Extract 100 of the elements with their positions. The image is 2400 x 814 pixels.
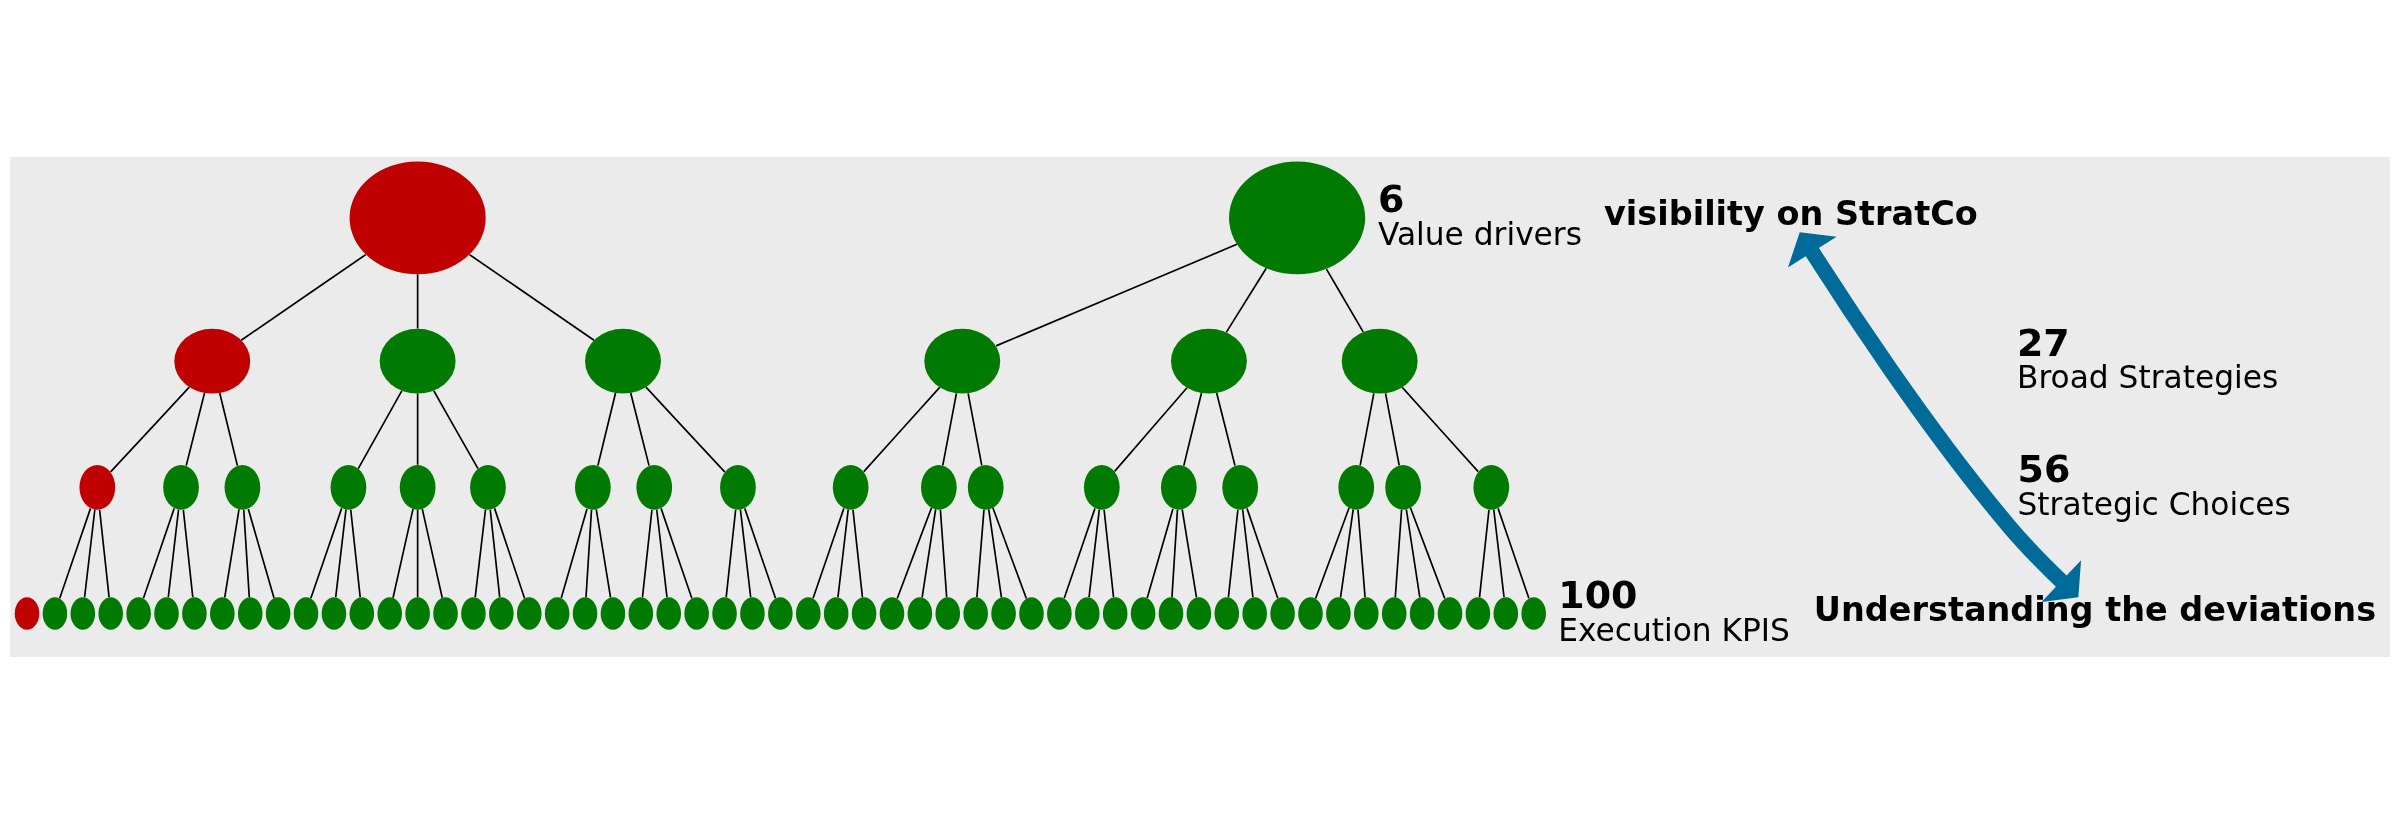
node-circle xyxy=(379,328,456,394)
connector xyxy=(837,508,850,598)
connector xyxy=(1497,507,1530,600)
connector xyxy=(595,508,612,599)
node-circle xyxy=(210,597,235,630)
node-circle xyxy=(1160,465,1197,510)
connector xyxy=(1215,392,1236,467)
connector xyxy=(1359,392,1375,467)
node-circle xyxy=(154,597,179,630)
node-circle xyxy=(1214,597,1240,630)
node-circle xyxy=(1298,597,1323,630)
node-circle xyxy=(1493,597,1519,630)
node-circle xyxy=(935,597,961,630)
connector xyxy=(1181,508,1198,599)
connector xyxy=(641,508,653,599)
node-circle xyxy=(1270,597,1295,630)
node-circle xyxy=(293,597,319,630)
connector xyxy=(992,507,1028,600)
node-circle xyxy=(237,597,263,630)
node-circle xyxy=(628,597,654,630)
node-circle xyxy=(1047,597,1072,630)
node-circle xyxy=(70,597,96,630)
connector xyxy=(655,508,668,598)
node-circle xyxy=(42,597,68,630)
connector xyxy=(1063,507,1096,600)
connector xyxy=(1405,508,1421,599)
connector xyxy=(392,508,414,599)
connector xyxy=(976,508,985,599)
node-circle xyxy=(544,597,570,630)
connector xyxy=(98,508,110,599)
connector xyxy=(812,507,845,600)
connector xyxy=(218,392,239,467)
connector xyxy=(421,508,444,599)
node-circle xyxy=(585,328,661,394)
connector xyxy=(1113,386,1188,473)
connector xyxy=(58,507,92,600)
connector xyxy=(1357,508,1366,599)
node-circle xyxy=(921,465,957,510)
connector xyxy=(416,508,419,599)
connector xyxy=(739,508,752,598)
connector xyxy=(921,508,937,599)
node-circle xyxy=(967,465,1004,510)
connector xyxy=(1325,268,1364,333)
connector xyxy=(862,386,941,473)
node-circle xyxy=(1242,597,1267,630)
node-circle xyxy=(1102,597,1128,630)
node-circle xyxy=(636,465,673,510)
connector xyxy=(468,253,595,342)
node-circle xyxy=(461,597,486,630)
connector xyxy=(242,508,251,599)
node-circle xyxy=(349,597,375,630)
connector xyxy=(416,392,419,466)
connector xyxy=(852,508,864,599)
node-circle xyxy=(684,597,709,630)
connector xyxy=(1246,507,1279,600)
node-circle xyxy=(832,465,869,510)
connector xyxy=(939,508,948,599)
node-circle xyxy=(991,597,1016,630)
node-circle xyxy=(924,328,1001,394)
node-circle xyxy=(1338,465,1375,510)
node-circle xyxy=(174,328,251,394)
connector xyxy=(585,508,593,599)
node-circle xyxy=(1465,597,1491,630)
connector xyxy=(1103,508,1115,599)
node-circle xyxy=(126,597,151,630)
connector xyxy=(1409,507,1446,600)
connector xyxy=(1384,392,1401,467)
node-circle xyxy=(823,597,849,630)
connector xyxy=(432,389,479,470)
connector xyxy=(941,392,958,467)
node-text: visibility on StratCo xyxy=(1604,194,1978,234)
node-circle xyxy=(575,465,611,510)
node-circle xyxy=(1075,597,1100,630)
node-circle xyxy=(14,597,40,630)
node-circle xyxy=(1222,465,1259,510)
node-circle xyxy=(656,597,682,630)
node-circle xyxy=(1354,597,1379,630)
connector xyxy=(987,508,1003,599)
node-circle xyxy=(516,597,542,630)
node-circle xyxy=(1381,597,1407,630)
node-circle xyxy=(907,597,933,630)
connector xyxy=(725,508,737,599)
node-circle xyxy=(879,597,905,630)
connector xyxy=(1339,508,1355,599)
connector xyxy=(474,508,487,598)
connector xyxy=(142,507,176,600)
connector xyxy=(1227,508,1239,599)
node-circle xyxy=(1341,328,1418,394)
node-circle xyxy=(79,465,116,510)
connector xyxy=(493,507,526,600)
connector xyxy=(560,508,588,599)
connector xyxy=(185,392,206,467)
node-circle xyxy=(1326,597,1351,630)
node-circle xyxy=(399,465,436,510)
connector xyxy=(1146,508,1174,599)
node-circle xyxy=(712,597,737,630)
node-circle xyxy=(1083,465,1120,510)
node-circle xyxy=(963,597,988,630)
node-circle xyxy=(470,465,506,510)
connector xyxy=(182,508,194,599)
